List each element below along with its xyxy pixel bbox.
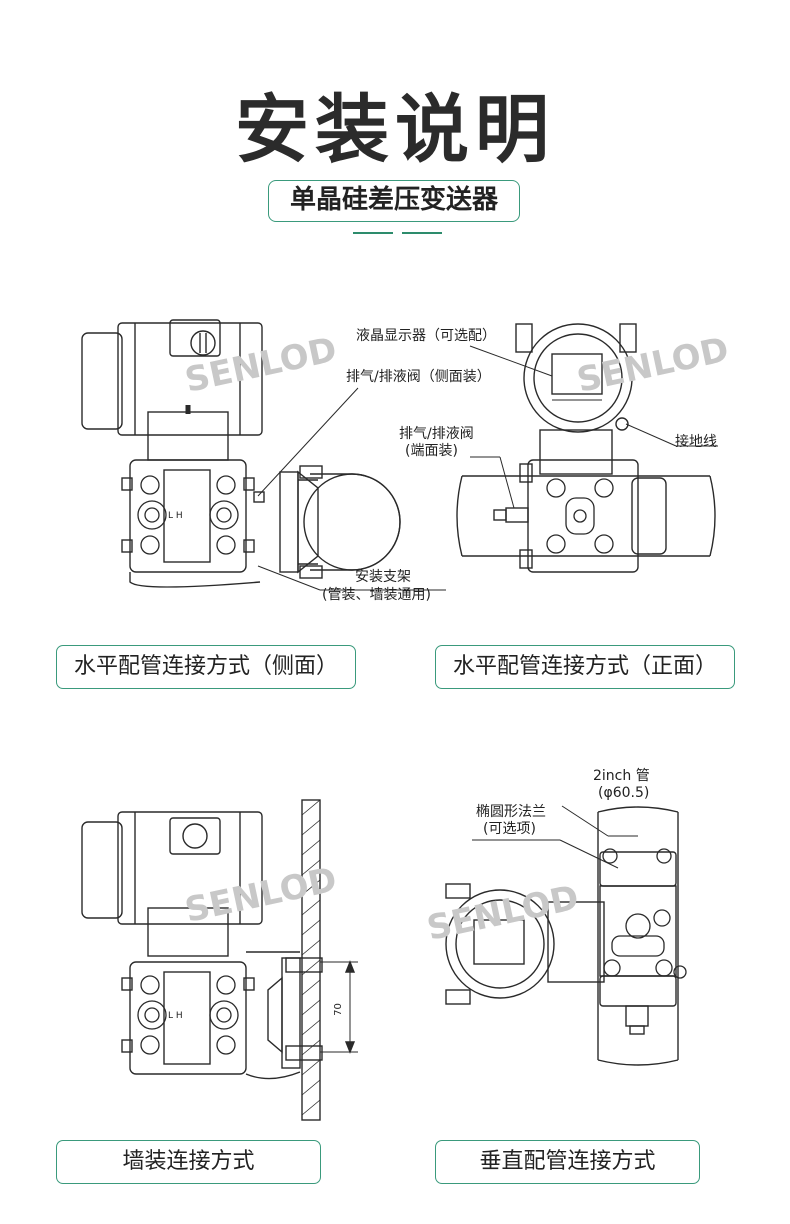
watermark-front: SENLOD bbox=[574, 330, 733, 401]
caption-vertical-pipe: 垂直配管连接方式 bbox=[435, 1140, 700, 1184]
lh-marks-side: L H bbox=[168, 511, 183, 521]
front-view-drawing bbox=[456, 323, 718, 573]
wall-mount-drawing bbox=[81, 799, 358, 1121]
watermark-vertical: SENLOD bbox=[424, 878, 583, 949]
accent-bar-right bbox=[402, 232, 442, 234]
caption-horizontal-front: 水平配管连接方式（正面） bbox=[435, 645, 735, 689]
caption-horizontal-side: 水平配管连接方式（侧面） bbox=[56, 645, 356, 689]
dimension-label: 70 bbox=[332, 1003, 344, 1016]
vent-end-label: 排气/排液阀 bbox=[399, 426, 474, 442]
side-view-drawing bbox=[81, 319, 446, 591]
vent-end-label-sub: (端面装) bbox=[405, 443, 458, 459]
product-subtitle: 单晶硅差压变送器 bbox=[268, 180, 520, 222]
vent-side-label: 排气/排液阀（侧面装） bbox=[346, 369, 491, 385]
page-title: 安装说明 bbox=[235, 87, 555, 173]
flange-label-sub: (可选项) bbox=[483, 821, 536, 837]
ground-label: 接地线 bbox=[675, 434, 717, 450]
watermark-logos: SENLOD SENLOD SENLOD SENLOD bbox=[182, 330, 733, 949]
caption-wall-mount: 墙装连接方式 bbox=[56, 1140, 321, 1184]
pipe-size-label: 2inch 管 bbox=[593, 768, 650, 784]
pipe-diameter-label: (φ60.5) bbox=[598, 785, 650, 801]
watermark-wall: SENLOD bbox=[182, 860, 341, 931]
lcd-label: 液晶显示器（可选配） bbox=[356, 328, 496, 344]
bracket-label-sub: (管装、墙装通用) bbox=[322, 587, 431, 603]
bracket-label: 安装支架 bbox=[355, 569, 411, 585]
flange-label: 椭圆形法兰 bbox=[476, 804, 546, 820]
vertical-pipe-drawing bbox=[445, 805, 687, 1066]
accent-bar-left bbox=[353, 232, 393, 234]
lh-marks-wall: L H bbox=[168, 1011, 183, 1021]
